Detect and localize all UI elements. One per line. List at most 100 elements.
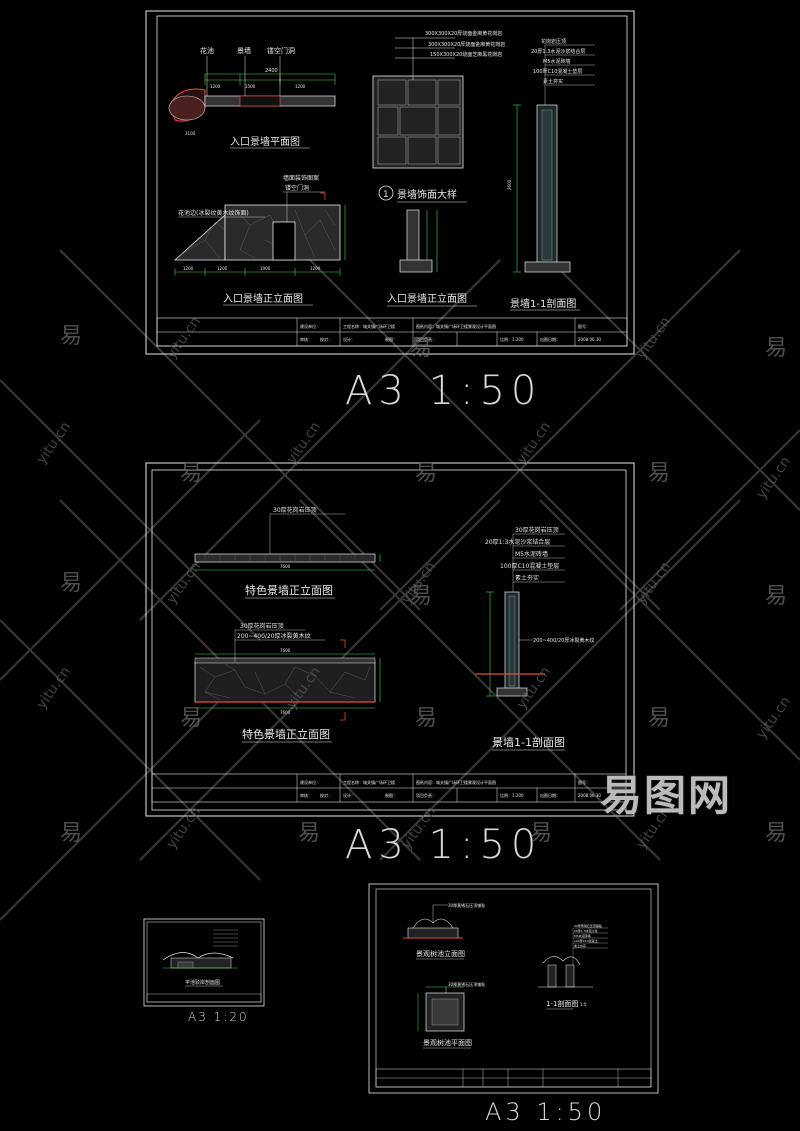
side-elevation: 入口景墙正立面图 <box>387 209 477 307</box>
tb1-r2-c5: 项目负责： <box>416 336 436 342</box>
tp-elev-note: 30厚黄锈石压顶铺贴 <box>448 902 485 908</box>
watermark-char: 易 <box>648 706 671 731</box>
title-block-4 <box>375 1068 652 1088</box>
watermark-char: 易 <box>60 324 83 349</box>
watermark-char: 易 <box>180 461 203 486</box>
sheet3-title: 平池驳岸剖面图 <box>185 979 220 986</box>
watermark-char: 易 <box>60 571 83 596</box>
feature-elevation-2: 7600 7600 30厚花岗岩压顶 200~400/20厚冰裂黄木纹 特色景墙… <box>194 622 381 743</box>
elev-dim-4: 1200 <box>310 266 321 271</box>
elev-note-2: 镂空门洞 <box>285 184 309 192</box>
entrance-plan-view: 2400 1200 1500 1200 3100 花池 景墙 镂空门洞 入口景墙… <box>168 46 336 149</box>
elev-dim-3: 1900 <box>260 266 271 271</box>
tb1-r2-c6: 比例：1:200 <box>500 336 524 342</box>
tb1-r2-c2: 校对： <box>320 336 332 342</box>
section-b-title: 景墙1-1剖面图 <box>492 735 565 749</box>
tb2-r2-c6: 比例：1:200 <box>500 792 524 798</box>
watermark-char: 易 <box>298 821 321 846</box>
section-b-note-1: 30厚花岗岩压顶 <box>515 526 559 534</box>
plan-label-wall: 景墙 <box>237 46 251 55</box>
section-b-note-5: 素土夯实 <box>515 574 539 582</box>
elev-left-note: 花池边(冰裂纹黄木纹饰面) <box>178 209 249 217</box>
title-block-2: 建设单位： 工程名称：城关镇广场环卫楼 图纸内容：城关镇广场环卫楼景观设计平面图… <box>151 773 627 803</box>
watermark-char: 易 <box>765 821 788 846</box>
tb2-r2-c3: 设计： <box>343 792 355 798</box>
tb2-r2-c5: 项目负责： <box>416 792 436 798</box>
detail-title: 景墙饰面大样 <box>397 188 457 201</box>
tb2-r1-c2: 工程名称：城关镇广场环卫楼 <box>343 779 395 785</box>
tb1-r1-c1: 建设单位： <box>300 323 320 329</box>
elev-title: 入口景墙正立面图 <box>223 292 303 305</box>
watermark-char: 易 <box>410 336 433 361</box>
elev2-dim-top: 7600 <box>280 648 291 653</box>
plan-dim-4: 1200 <box>295 84 306 89</box>
sheet-1-entrance-wall: 2400 1200 1500 1200 3100 花池 景墙 镂空门洞 入口景墙… <box>145 10 635 355</box>
watermark-char: 易 <box>648 461 671 486</box>
section-1-1: 2600 花岗岩压顶 20厚1:3水泥沙浆结合层 M5水泥砖墙 100厚C10混… <box>507 38 595 311</box>
tp-plan-title: 景观树池平面图 <box>423 1038 472 1047</box>
detail-note-3: 150X300X20烧面芝麻黑花岗岩 <box>430 51 502 58</box>
feature-elevation-1: 7600 30厚花岗岩压顶 特色景墙正立面图 <box>194 506 381 599</box>
section-dim: 2600 <box>507 179 512 190</box>
title-block-1: 建设单位： 工程名称：城关镇广场环卫楼 图纸内容：城关镇广场环卫楼景观设计平面图… <box>156 317 628 347</box>
watermark-char: 易 <box>765 584 788 609</box>
plan-label-door: 镂空门洞 <box>267 46 295 55</box>
elev-dim-1: 1200 <box>183 266 194 271</box>
elev2-dim-bottom: 7600 <box>280 710 291 715</box>
watermark-char: 易 <box>410 584 433 609</box>
plan-dim-2: 1200 <box>210 84 221 89</box>
tree-pool-plan: 30厚黄锈石压顶铺贴 景观树池平面图 <box>417 981 485 1049</box>
section-note-5: 素土夯实 <box>543 78 563 85</box>
sheet-2-feature-wall: 7600 30厚花岗岩压顶 特色景墙正立面图 7600 7600 30厚花岗岩压… <box>145 462 635 817</box>
tb1-r1-c2: 工程名称：城关镇广场环卫楼 <box>343 323 395 329</box>
plan-dim-5: 3100 <box>185 131 196 136</box>
elev1-title: 特色景墙正立面图 <box>245 583 333 597</box>
sheet-3-scale: A3 1:20 <box>188 1010 249 1024</box>
tb2-r1-c4: 图号： <box>578 779 590 785</box>
elev-dim-2: 1200 <box>217 266 228 271</box>
section-b-side-note: 200~400/20厚冰裂黄木纹 <box>533 637 594 644</box>
tb2-r2-c4: 制图： <box>385 792 397 798</box>
plan-label-planter: 花池 <box>200 46 214 55</box>
detail-number: 1 <box>383 190 389 200</box>
tb1-r2-c3: 设计： <box>343 336 355 342</box>
section-1-1-b: 30厚花岗岩压顶 20厚1:3水泥沙浆结合层 M5水泥砖墙 100厚C10混凝土… <box>475 526 594 751</box>
tb1-r1-c3: 图纸内容：城关镇广场环卫楼景观设计平面图 <box>416 323 496 329</box>
elev1-note: 30厚花岗岩压顶 <box>273 506 317 514</box>
watermark-char: 易 <box>180 706 203 731</box>
plan-title: 入口景墙平面图 <box>230 135 300 148</box>
detail-note-2: 300X300X20厚烧面金麻黄花岗岩 <box>428 41 505 48</box>
tp-elev-title: 景观树池立面图 <box>416 949 465 958</box>
tb2-r2-c1: 审核： <box>300 792 312 798</box>
elev2-title: 特色景墙正立面图 <box>242 727 330 741</box>
tb1-r2-c4: 制图： <box>385 336 397 342</box>
elev-note-1: 墙面装饰图案 <box>283 174 319 182</box>
elev1-dim: 7600 <box>280 564 291 569</box>
tree-pool-section: 30厚黄锈石压顶铺贴 20厚1:3水泥沙浆 M5水泥砖墙 100厚C10混凝土 … <box>538 923 608 1010</box>
tp-section-note-2: 20厚1:3水泥沙浆 <box>574 928 598 933</box>
tb2-r1-c1: 建设单位： <box>300 779 320 785</box>
tb1-r2-c8: 2008.06.30 <box>578 337 601 342</box>
watermark-char: 易 <box>530 821 553 846</box>
section-note-1: 花岗岩压顶 <box>541 38 566 45</box>
tb1-r2-c1: 审核： <box>300 336 312 342</box>
tb2-r1-c3: 图纸内容：城关镇广场环卫楼景观设计平面图 <box>416 779 496 785</box>
watermark-char: 易 <box>60 821 83 846</box>
tb2-r2-c2: 校对： <box>320 792 332 798</box>
tp-section-note-5: 素土夯实 <box>574 943 586 948</box>
tp-plan-note: 30厚黄锈石压顶铺贴 <box>448 981 485 987</box>
sheet-2-scale: A3 1:50 <box>345 822 543 868</box>
tb1-r1-c4: 图号： <box>578 323 590 329</box>
tp-section-note-4: 100厚C10混凝土 <box>574 938 598 943</box>
tb2-r2-c7: 出图日期： <box>540 792 560 798</box>
section-b-note-4: 100厚C10混凝土垫层 <box>500 562 559 570</box>
section-b-note-2: 20厚1:3水泥沙浆结合层 <box>485 538 550 546</box>
section-title: 景墙1-1剖面图 <box>510 297 576 310</box>
sheet-3-pond-bank: 平池驳岸剖面图 <box>143 918 265 1007</box>
detail-note-1: 300X300X20厚烧面金麻黄花岗岩 <box>425 30 502 37</box>
section-note-2: 20厚1:3水泥沙浆结合层 <box>531 48 585 55</box>
tb2-r2-c8: 2008.06.30 <box>578 793 601 798</box>
plan-dim-3: 1500 <box>245 84 256 89</box>
watermark-char: 易 <box>415 461 438 486</box>
section-note-3: M5水泥砖墙 <box>543 58 571 65</box>
